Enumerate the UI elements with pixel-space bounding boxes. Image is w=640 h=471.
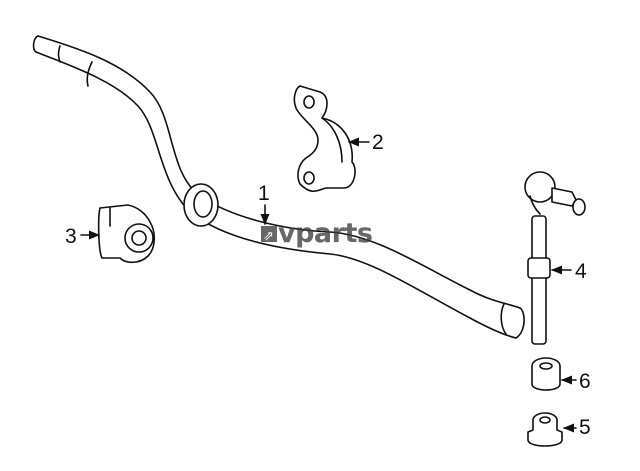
- callout-3: 3: [65, 225, 101, 248]
- stabilizer-bracket[interactable]: [293, 85, 356, 193]
- stabilizer-bushing[interactable]: [97, 204, 156, 264]
- callout-number-2: 2: [372, 131, 384, 154]
- callout-6: 6: [560, 370, 591, 393]
- callout-number-6: 6: [579, 370, 591, 393]
- link-grommet-lower[interactable]: [527, 412, 563, 447]
- callout-4: 4: [550, 260, 587, 283]
- callout-number-4: 4: [575, 260, 587, 283]
- callout-5: 5: [562, 416, 591, 439]
- stabilizer-link[interactable]: [524, 171, 586, 345]
- stabilizer-bar[interactable]: [32, 35, 525, 339]
- callout-number-5: 5: [579, 416, 591, 439]
- watermark-logo-mark: ⇗: [263, 229, 274, 244]
- link-grommet-upper[interactable]: [531, 357, 561, 391]
- callout-number-1: 1: [258, 182, 270, 205]
- callout-2: 2: [347, 131, 384, 154]
- callout-number-3: 3: [65, 225, 77, 248]
- callout-1: 1: [258, 182, 270, 226]
- watermark-text: vparts: [278, 218, 372, 249]
- watermark-logo: ⇗ vparts: [261, 218, 373, 249]
